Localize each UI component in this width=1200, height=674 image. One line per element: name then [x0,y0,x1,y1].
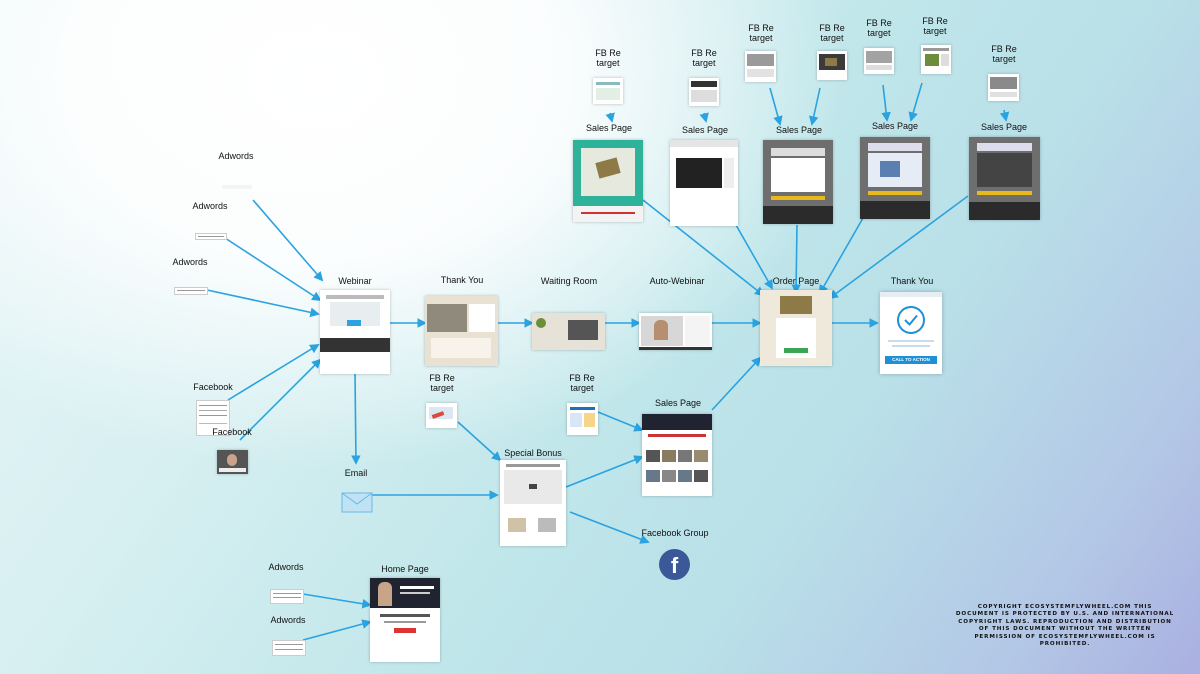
sales-page-label-2: Sales Page [681,125,729,135]
thank-you-label-1: Thank You [440,275,484,285]
fb-retarget-thumb-7[interactable] [988,74,1019,101]
copyright-notice: COPYRIGHT ECOSYSTEMFLYWHEEL.COM THIS DOC… [955,604,1175,648]
fb-retarget-label-a: FB Re target [429,373,455,393]
auto-webinar-thumb[interactable] [639,313,712,350]
adwords-label-2: Adwords [192,201,228,211]
thank-you-final-card[interactable]: CALL TO ACTION [880,292,942,374]
sales-page-label-1: Sales Page [585,123,633,133]
sales-page-thumb-2[interactable] [670,140,738,226]
sales-page-label-4: Sales Page [871,121,919,131]
fb-retarget-label-3: FB Re target [748,23,774,43]
fb-retarget-thumb-a[interactable] [426,403,457,428]
fb-retarget-label-b: FB Re target [569,373,595,393]
order-page-label: Order Page [772,276,820,286]
adwords-ad-thumb-2 [195,233,227,240]
fb-retarget-thumb-5[interactable] [864,48,894,74]
sales-page-label-3: Sales Page [775,125,823,135]
fb-retarget-label-4: FB Re target [819,23,845,43]
waiting-room-thumb[interactable] [532,313,605,350]
home-page-label: Home Page [381,564,429,574]
home-page-thumb[interactable] [370,578,440,662]
sales-page-bottom-thumb[interactable] [642,414,712,496]
adwords-label-5: Adwords [270,615,306,625]
email-envelope-icon [341,492,373,513]
sales-page-thumb-5[interactable] [969,137,1040,220]
fb-retarget-thumb-b[interactable] [567,403,598,435]
adwords-ad-thumb-3 [174,287,208,295]
call-to-action-button[interactable]: CALL TO ACTION [885,356,937,364]
facebook-ad-thumb-1 [196,400,230,436]
adwords-ad-thumb-5 [272,640,306,656]
sales-page-bottom-label: Sales Page [654,398,702,408]
fb-retarget-thumb-4[interactable] [817,51,847,80]
facebook-group-label: Facebook Group [641,528,709,538]
thank-you-label-2: Thank You [890,276,934,286]
email-label: Email [344,468,368,478]
fb-retarget-label-2: FB Re target [691,48,717,68]
facebook-label-2: Facebook [212,427,252,437]
thank-you-page-thumb[interactable] [425,296,498,366]
fb-retarget-thumb-6[interactable] [921,45,951,74]
adwords-label-4: Adwords [268,562,304,572]
facebook-label-1: Facebook [193,382,233,392]
fb-retarget-label-5: FB Re target [866,18,892,38]
fb-retarget-label-7: FB Re target [991,44,1017,64]
adwords-label-3: Adwords [172,257,208,267]
webinar-page-thumb[interactable] [320,290,390,374]
sales-page-thumb-1[interactable] [573,140,643,222]
sales-page-thumb-3[interactable] [763,140,833,224]
fb-retarget-label-1: FB Re target [595,48,621,68]
auto-webinar-label: Auto-Webinar [649,276,705,286]
waiting-room-label: Waiting Room [540,276,598,286]
special-bonus-thumb[interactable] [500,460,566,546]
fb-retarget-thumb-1[interactable] [593,78,623,104]
sales-page-thumb-4[interactable] [860,137,930,219]
order-page-thumb[interactable] [760,290,832,366]
adwords-label-1: Adwords [218,151,254,161]
checkmark-icon [897,306,925,334]
facebook-icon[interactable]: f [659,549,690,580]
facebook-ad-thumb-2 [217,450,248,474]
special-bonus-label: Special Bonus [504,448,562,458]
fb-retarget-label-6: FB Re target [922,16,948,36]
fb-retarget-thumb-2[interactable] [689,78,719,106]
fb-retarget-thumb-3[interactable] [745,51,776,82]
adwords-ad-thumb-4 [270,589,304,604]
webinar-label: Webinar [338,276,372,286]
sales-page-label-5: Sales Page [980,122,1028,132]
adwords-ad-thumb-1 [222,185,252,189]
